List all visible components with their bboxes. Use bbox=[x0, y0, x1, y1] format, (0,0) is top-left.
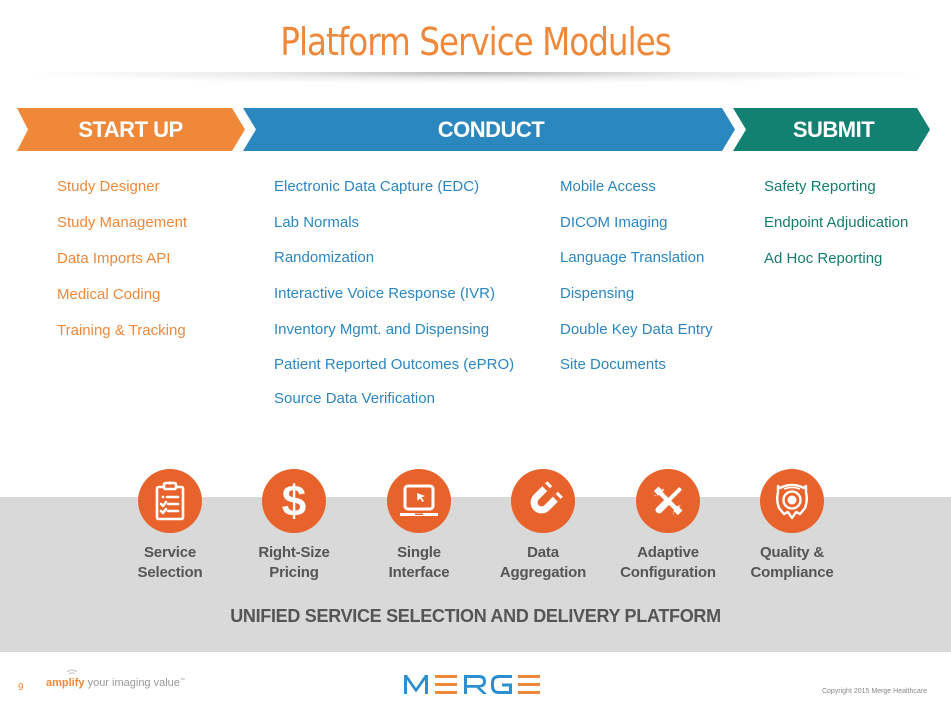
module-item: Data Imports API bbox=[57, 250, 171, 267]
module-item: Endpoint Adjudication bbox=[764, 214, 909, 231]
award-seal-icon bbox=[760, 469, 824, 533]
feature-label: Data Aggregation bbox=[499, 544, 587, 581]
module-item: Mobile Access bbox=[560, 178, 656, 195]
chevron-submit bbox=[733, 108, 930, 151]
feature-right-size-pricing: $ Right-Size Pricing bbox=[229, 469, 359, 583]
feature-single-interface: Single Interface bbox=[354, 469, 484, 583]
amplify-rest: your imaging value bbox=[84, 677, 180, 689]
phase-label-start-up: START UP bbox=[78, 117, 183, 142]
module-item: Randomization bbox=[274, 249, 375, 267]
copyright-notice: Copyright 2015 Merge Healthcare bbox=[821, 688, 927, 695]
submit-module-list: Safety Reporting Endpoint Adjudication A… bbox=[764, 176, 908, 284]
feature-label: Service Selection bbox=[137, 544, 203, 581]
chevron-conduct bbox=[243, 108, 735, 151]
module-item: Ad Hoc Reporting bbox=[764, 250, 883, 267]
clipboard-checklist-icon bbox=[138, 469, 202, 533]
magnet-icon bbox=[511, 469, 575, 533]
amplify-word: amplify bbox=[46, 677, 85, 689]
module-item: Lab Normals bbox=[274, 213, 360, 231]
module-item: Electronic Data Capture (EDC) bbox=[274, 178, 480, 195]
dollar-sign-icon: $ bbox=[262, 469, 326, 533]
platform-tagline: UNIFIED SERVICE SELECTION AND DELIVERY P… bbox=[230, 606, 721, 626]
merge-logo-mark bbox=[404, 675, 540, 694]
module-item: Medical Coding bbox=[57, 286, 161, 303]
module-item: Patient Reported Outcomes (ePRO) bbox=[274, 356, 515, 374]
module-item: Site Documents bbox=[560, 356, 666, 374]
signal-waves-icon bbox=[66, 669, 78, 675]
module-item: DICOM Imaging bbox=[560, 213, 668, 231]
title-divider-shadow bbox=[20, 72, 931, 84]
module-item: Dispensing bbox=[560, 285, 635, 303]
feature-label: Quality & Compliance bbox=[750, 544, 834, 581]
page-number: 9 bbox=[18, 682, 24, 693]
module-item: Source Data Verification bbox=[274, 390, 435, 408]
module-item: Inventory Mgmt. and Dispensing bbox=[274, 320, 490, 338]
feature-adaptive-configuration: Adaptive Configuration bbox=[603, 469, 733, 583]
module-item: Study Management bbox=[57, 214, 188, 231]
conduct-module-list-1: Electronic Data Capture (EDC) Lab Normal… bbox=[274, 176, 514, 424]
feature-quality-compliance: Quality & Compliance bbox=[727, 469, 857, 583]
module-item: Interactive Voice Response (IVR) bbox=[274, 285, 495, 303]
conduct-module-list-2: Mobile Access DICOM Imaging Language Tra… bbox=[560, 176, 713, 390]
module-item: Language Translation bbox=[560, 249, 705, 267]
module-item: Double Key Data Entry bbox=[560, 320, 713, 338]
start-up-module-list: Study Designer Study Management Data Imp… bbox=[57, 176, 187, 356]
phase-label-conduct: CONDUCT bbox=[437, 117, 545, 142]
feature-service-selection: Service Selection bbox=[105, 469, 235, 583]
laptop-cursor-icon bbox=[387, 469, 451, 533]
merge-logo bbox=[401, 671, 545, 702]
feature-label: Single Interface bbox=[388, 544, 450, 581]
amplify-tagline: amplify your imaging value™ bbox=[46, 669, 185, 689]
svg-text:$: $ bbox=[282, 478, 306, 524]
feature-label: Adaptive Configuration bbox=[620, 544, 716, 581]
feature-label: Right-Size Pricing bbox=[258, 544, 330, 581]
module-item: Study Designer bbox=[57, 178, 160, 195]
feature-data-aggregation: Data Aggregation bbox=[478, 469, 608, 583]
chevron-start-up bbox=[17, 108, 245, 151]
phase-banner: START UP CONDUCT SUBMIT bbox=[0, 108, 951, 151]
wrench-screwdriver-icon bbox=[636, 469, 700, 533]
phase-chevrons bbox=[17, 108, 930, 151]
module-item: Training & Tracking bbox=[57, 322, 186, 339]
page-title: Platform Service Modules bbox=[280, 20, 671, 64]
module-item: Safety Reporting bbox=[764, 178, 876, 195]
phase-label-submit: SUBMIT bbox=[792, 117, 875, 142]
